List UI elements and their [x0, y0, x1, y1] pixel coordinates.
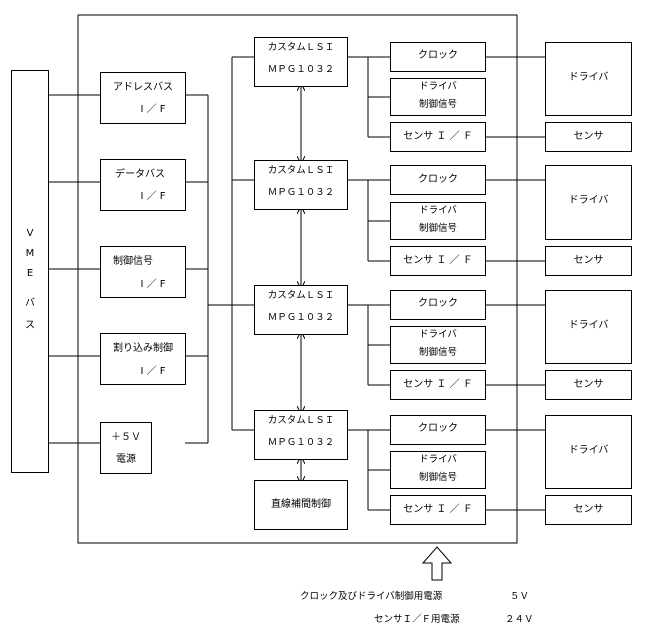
driver-signal-1-label: ドライバ	[419, 81, 457, 92]
custom-lsi-1	[254, 37, 348, 87]
interrupt-control-if-sub: I ／ F	[140, 366, 166, 377]
sensor-if-1	[390, 122, 486, 152]
custom-lsi-3-label: カスタムＬＳＩ	[267, 290, 335, 301]
vme-label-e: E	[26, 268, 34, 279]
clock-3-label: クロック	[418, 298, 458, 309]
control-signal-if-sub: I ／ F	[140, 279, 166, 290]
sensor-3	[545, 370, 632, 400]
custom-lsi-3-model: ＭＰＧ１０３２	[267, 312, 335, 323]
driver-4-label: ドライバ	[568, 445, 609, 456]
clock-2	[390, 165, 486, 195]
driver-4	[545, 415, 632, 489]
vme-label-ba: バ	[25, 298, 35, 309]
sensor-if-3	[390, 370, 486, 400]
address-bus-if-sub: I ／ F	[140, 104, 166, 115]
driver-2-label: ドライバ	[568, 195, 609, 206]
driver-signal-4-label: ドライバ	[419, 454, 457, 465]
custom-lsi-1-model: ＭＰＧ１０３２	[267, 64, 335, 75]
clock-1	[390, 42, 486, 72]
driver-signal-1	[390, 78, 486, 116]
custom-lsi-2	[254, 160, 348, 210]
data-bus-if-label: データバス	[115, 169, 165, 180]
clock-3	[390, 290, 486, 320]
custom-lsi-2-label: カスタムＬＳＩ	[267, 165, 335, 176]
power-input-arrow	[421, 546, 453, 581]
sensor-if-2	[390, 246, 486, 276]
driver-1	[545, 42, 632, 116]
sensor-2	[545, 246, 632, 276]
custom-lsi-3	[254, 285, 348, 335]
driver-signal-4	[390, 451, 486, 489]
driver-signal-2	[390, 202, 486, 240]
address-bus-if-label: アドレスバス	[113, 82, 173, 93]
sensor-if-4	[390, 495, 486, 525]
interrupt-control-if-label: 割り込み制御	[113, 343, 173, 354]
clock-2-label: クロック	[418, 174, 458, 185]
driver-signal-3-sub: 制御信号	[418, 347, 457, 358]
board-outline	[77, 14, 518, 544]
control-signal-if	[100, 246, 186, 298]
driver-signal-3-label: ドライバ	[419, 329, 457, 340]
sensor-4-label: センサ	[573, 504, 604, 515]
driver-1-label: ドライバ	[568, 72, 609, 83]
custom-lsi-2-model: ＭＰＧ１０３２	[267, 187, 335, 198]
driver-signal-1-sub: 制御信号	[418, 99, 457, 110]
linear-interpolation-control	[254, 480, 348, 530]
custom-lsi-4-model: ＭＰＧ１０３２	[267, 437, 335, 448]
driver-2	[545, 165, 632, 240]
vme-label-v: V	[26, 228, 34, 239]
linear-interpolation-label: 直線補間制御	[271, 499, 331, 510]
sensor-if-2-label: センサ Ｉ ／ Ｆ	[403, 255, 473, 266]
interrupt-control-if	[100, 333, 186, 385]
sensor-2-label: センサ	[573, 255, 604, 266]
sensor-1-label: センサ	[573, 131, 604, 142]
control-signal-if-label: 制御信号	[113, 256, 153, 267]
data-bus-if	[100, 159, 186, 211]
power-note-1-value: ５Ｖ	[510, 591, 530, 602]
vme-label-su: ス	[25, 320, 35, 331]
driver-3	[545, 290, 632, 364]
custom-lsi-1-label: カスタムＬＳＩ	[267, 42, 335, 53]
vme-label-m: M	[25, 248, 35, 259]
clock-4	[390, 415, 486, 445]
sensor-if-4-label: センサ Ｉ ／ Ｆ	[403, 504, 473, 515]
custom-lsi-4	[254, 410, 348, 460]
power-note-2-value: ２４Ｖ	[505, 614, 534, 625]
driver-signal-2-label: ドライバ	[419, 205, 457, 216]
driver-3-label: ドライバ	[568, 320, 609, 331]
driver-signal-3	[390, 326, 486, 364]
custom-lsi-4-label: カスタムＬＳＩ	[267, 415, 335, 426]
driver-signal-2-sub: 制御信号	[418, 223, 457, 234]
driver-signal-4-sub: 制御信号	[418, 472, 457, 483]
clock-1-label: クロック	[418, 50, 458, 61]
sensor-if-1-label: センサ Ｉ ／ Ｆ	[403, 131, 473, 142]
power-supply-5v-sub: 電源	[116, 454, 136, 465]
vme-bus	[11, 70, 49, 473]
power-supply-5v	[100, 422, 152, 474]
power-note-1-label: クロック及びドライバ制御用電源	[300, 591, 443, 602]
sensor-1	[545, 122, 632, 152]
sensor-if-3-label: センサ Ｉ ／ Ｆ	[403, 379, 473, 390]
address-bus-if	[100, 72, 186, 124]
clock-4-label: クロック	[418, 423, 458, 434]
sensor-3-label: センサ	[573, 379, 604, 390]
power-note-2-label: センサＩ／Ｆ用電源	[374, 614, 460, 625]
sensor-4	[545, 495, 632, 525]
power-supply-5v-label: ＋５Ｖ	[111, 432, 141, 443]
data-bus-if-sub: I ／ F	[140, 191, 166, 202]
